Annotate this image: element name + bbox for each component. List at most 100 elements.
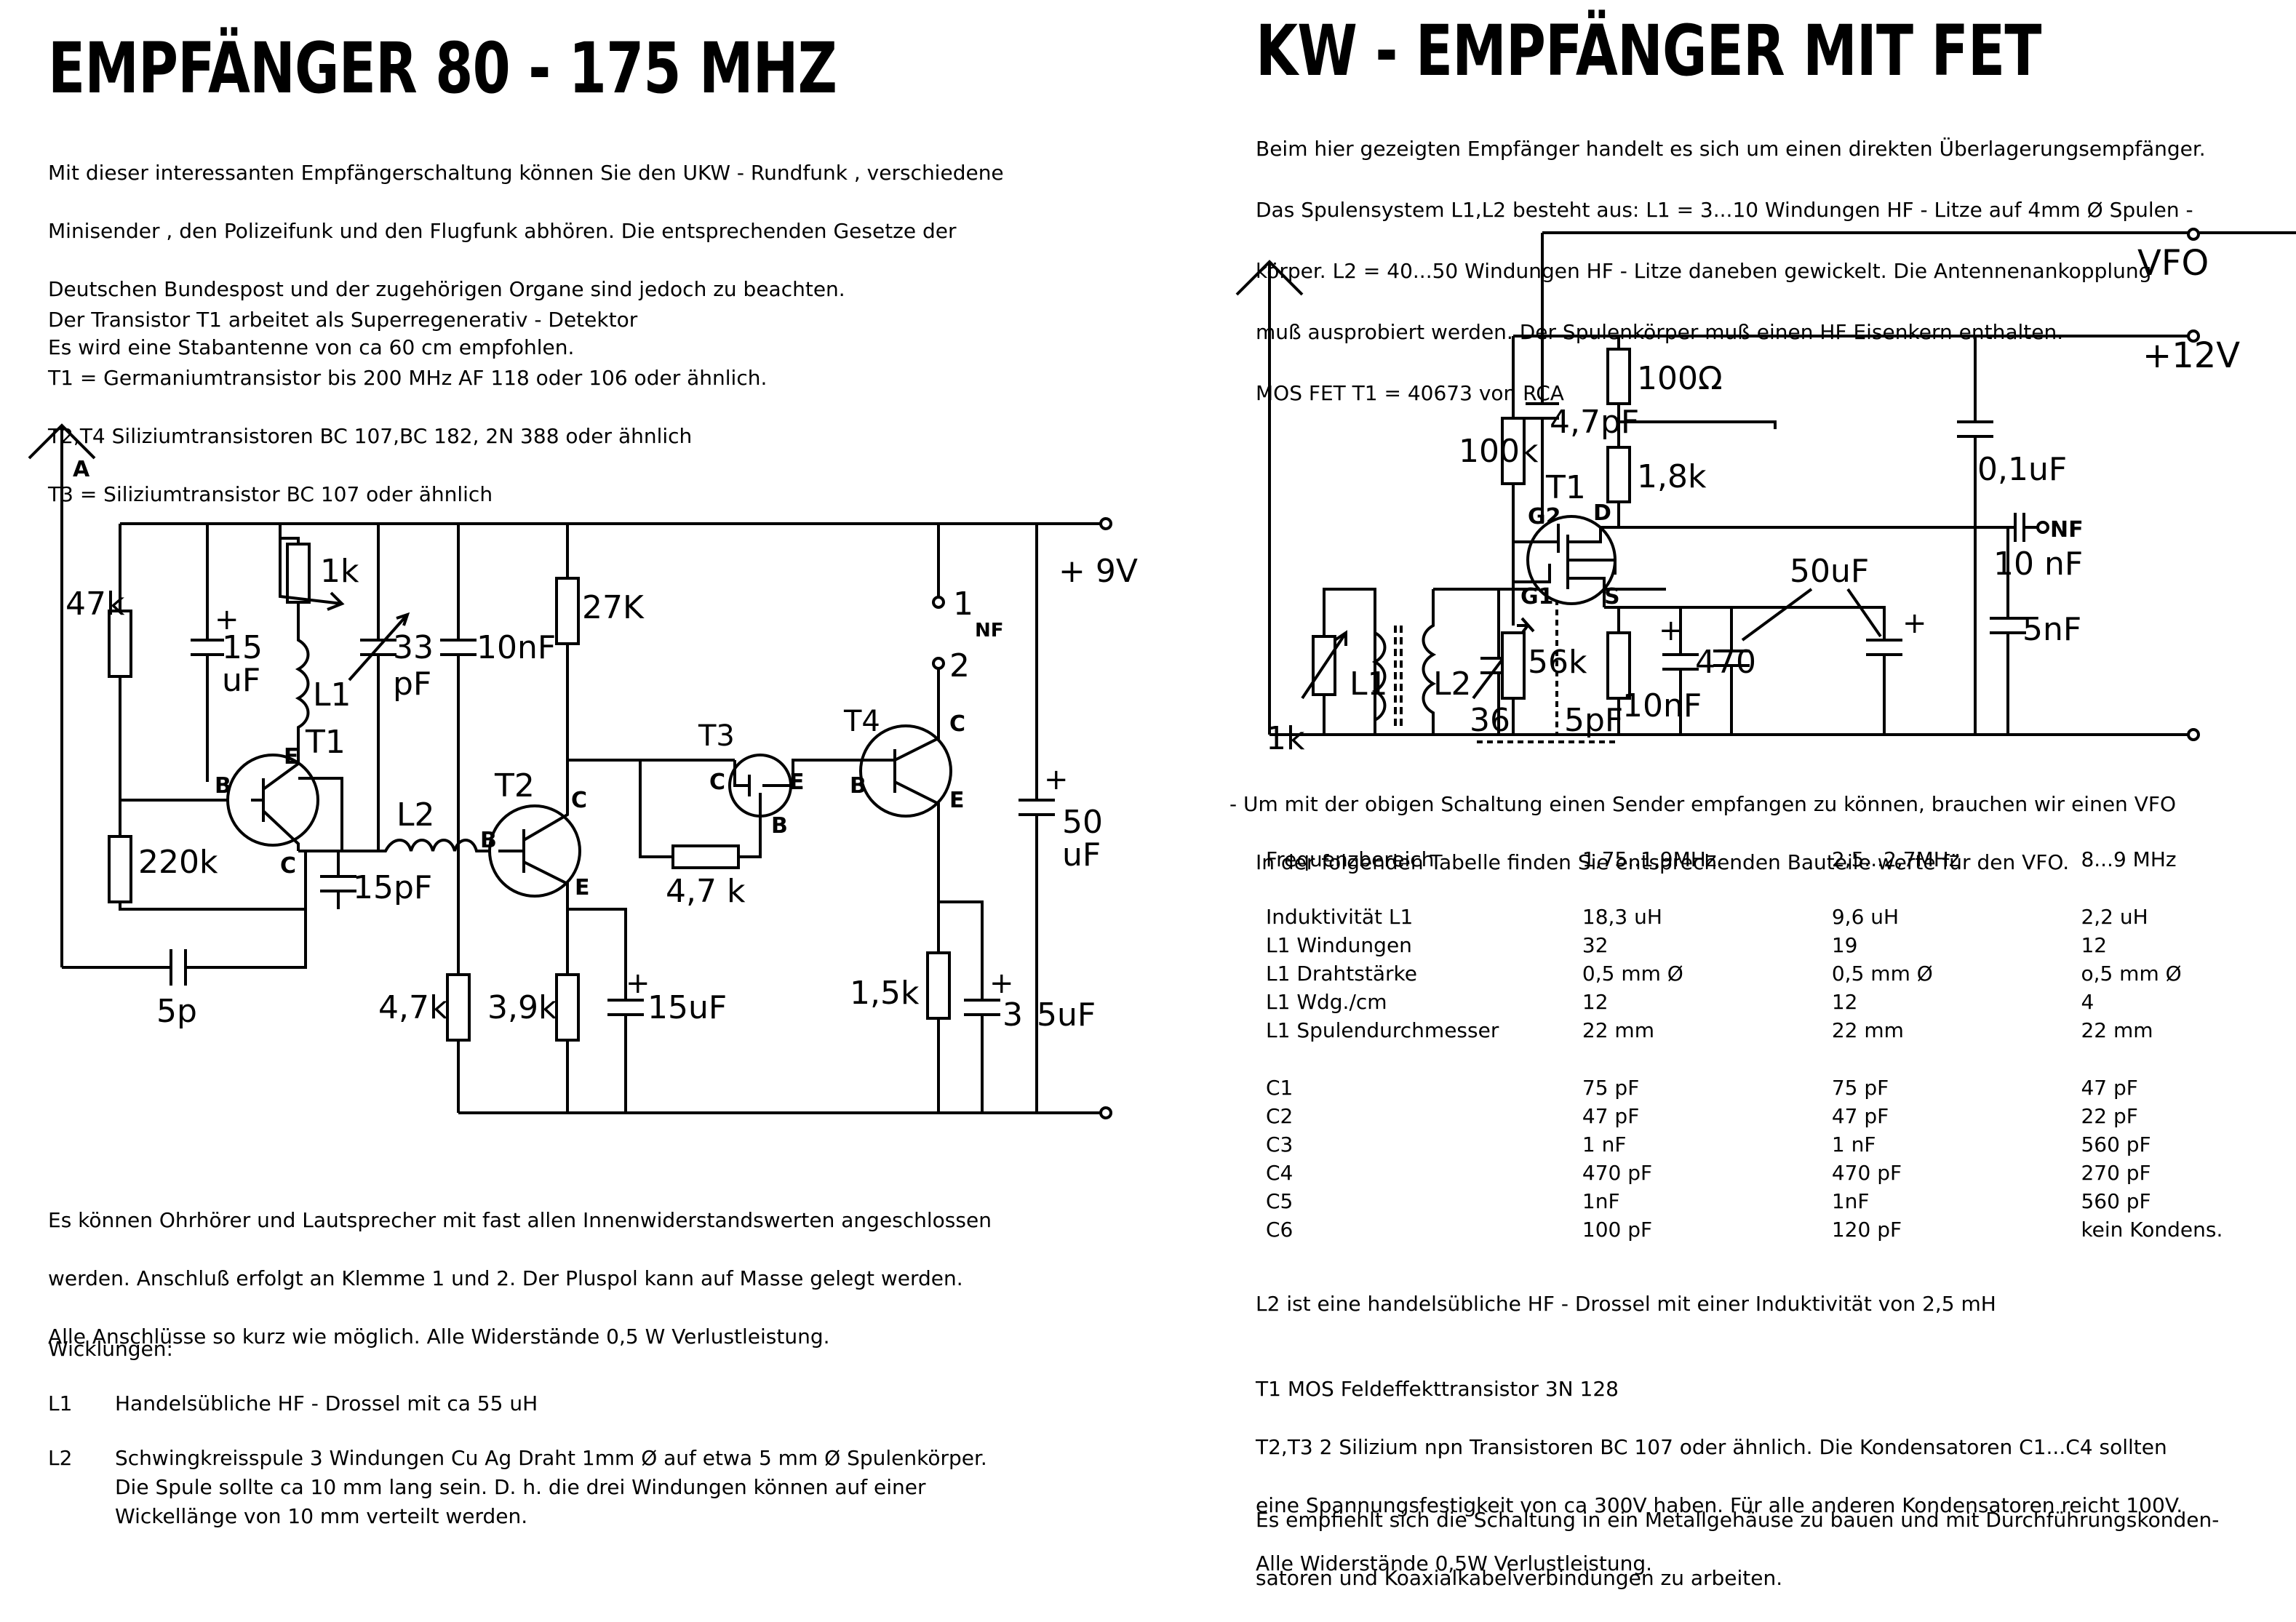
table-cell: 1nF <box>1582 1189 1620 1213</box>
table-cell: 0,5 mm Ø <box>1582 962 1683 986</box>
t2-leads <box>498 760 569 909</box>
label-t3-c: C <box>709 770 725 795</box>
wire <box>937 900 984 1113</box>
terminal-vfo <box>2187 228 2200 241</box>
label-antenna: A <box>73 457 90 482</box>
variable-capacitor-33pf <box>348 612 410 682</box>
label-t2-e: E <box>575 875 590 900</box>
wire <box>119 800 306 911</box>
table-cell: 2,5...2,7MHz <box>1831 847 1960 871</box>
resistor-220k <box>108 835 132 903</box>
wire <box>62 909 307 969</box>
left-intro: Mit dieser interessanten Empfängerschalt… <box>48 129 1004 391</box>
label-t3-b: B <box>771 813 788 839</box>
note-line: Es können Ohrhörer und Lautsprecher mit … <box>48 1208 992 1232</box>
vfo-line: - Um mit der obigen Schaltung einen Send… <box>1229 792 2176 816</box>
capacitor-10nf <box>440 639 477 656</box>
capacitor-50uf <box>1019 799 1055 816</box>
wicklung-label: L2 <box>48 1446 73 1470</box>
table-cell: 1nF <box>1831 1189 1870 1213</box>
resistor-1k5 <box>926 951 951 1020</box>
left-notes: Es können Ohrhörer und Lautsprecher mit … <box>48 1177 992 1381</box>
vfo-parts-table: Frequenzbereich 1,75..1,9MHz 2,5...2,7MH… <box>1266 847 2296 1246</box>
transistor-line: T2,T4 Siliziumtransistoren BC 107,BC 182… <box>48 424 693 448</box>
intro-line: Es wird eine Stabantenne von ca 60 cm em… <box>48 335 575 359</box>
capacitor-10nf-source <box>1662 653 1699 671</box>
label-g1: G1 <box>1520 584 1554 610</box>
resistor-1k8 <box>1606 446 1631 503</box>
wicklungen-title: Wicklungen: <box>48 1337 173 1361</box>
table-cell: 22 pF <box>2081 1104 2138 1128</box>
label-d: D <box>1593 500 1611 526</box>
capacitor-5p <box>170 949 187 986</box>
label-nf: NF <box>2050 517 2084 543</box>
label-c33-b: pF <box>393 666 431 703</box>
l2-note: L2 ist eine handelsübliche HF - Drossel … <box>1256 1292 1996 1316</box>
inductor-l1 <box>295 602 310 778</box>
terminal-ground <box>2187 728 2200 741</box>
variable-capacitor-36 <box>1472 617 1535 700</box>
terminal-12v <box>2187 329 2200 343</box>
wicklung-text: Schwingkreisspule 3 Windungen Cu Ag Drah… <box>115 1446 987 1470</box>
label-c5pf: 5pF <box>1564 702 1623 739</box>
terminal-2 <box>932 657 945 670</box>
table-row: L1 Windungen 32 19 12 <box>1266 933 2296 962</box>
label-l1: L1 <box>313 676 351 714</box>
table-row: C1 75 pF 75 pF 47 pF <box>1266 1076 2296 1104</box>
resistor-4k7-horizontal <box>671 844 740 869</box>
left-transistor-list: Der Transistor T1 arbeitet als Superrege… <box>48 276 767 538</box>
transistor-line: Der Transistor T1 arbeitet als Superrege… <box>48 308 638 332</box>
label-r47k: 47k <box>65 586 125 623</box>
label-t1-b: B <box>215 773 231 799</box>
resistor-470 <box>1606 631 1631 700</box>
label-t4-e: E <box>949 788 965 813</box>
label-plus2: + <box>626 967 650 1000</box>
vfo-intro: - Um mit der obigen Schaltung einen Send… <box>1229 761 2176 906</box>
right-title: KW - EMPFÄNGER MIT FET <box>1256 10 2041 92</box>
left-title: EMPFÄNGER 80 - 175 MHZ <box>48 28 837 109</box>
label-nf: NF <box>975 620 1004 642</box>
wire <box>639 760 762 858</box>
mosfet-leads <box>1513 524 1617 607</box>
label-c50uf: 50uF <box>1790 553 1869 590</box>
table-cell: 8...9 MHz <box>2081 847 2177 871</box>
table-cell: 470 pF <box>1831 1161 1902 1185</box>
label-plus2: + <box>1902 607 1927 640</box>
table-cell: 19 <box>1831 933 1858 957</box>
table-cell: 12 <box>2081 933 2108 957</box>
table-cell: 75 pF <box>1831 1076 1889 1100</box>
resistor-3k9 <box>555 973 580 1042</box>
label-r470: 470 <box>1695 644 1756 681</box>
table-row: Induktivität L1 18,3 uH 9,6 uH 2,2 uH <box>1266 905 2296 933</box>
table-cell: C3 <box>1266 1132 1294 1156</box>
intro-line: Das Spulensystem L1,L2 besteht aus: L1 =… <box>1256 198 2193 222</box>
label-plus: + <box>1659 614 1683 647</box>
table-cell: 32 <box>1582 933 1609 957</box>
label-t4-b: B <box>850 773 866 799</box>
table-cell: 47 pF <box>1831 1104 1889 1128</box>
table-cell: C1 <box>1266 1076 1294 1100</box>
capacitor-15uf-emitter <box>607 999 644 1016</box>
resistor-27k <box>555 577 580 645</box>
label-c3: 3 <box>1002 996 1023 1034</box>
table-row: C6 100 pF 120 pF kein Kondens. <box>1266 1218 2296 1246</box>
antenna-symbol <box>1235 260 1304 735</box>
capacitor-50uf-a <box>1713 650 1750 667</box>
wiper <box>279 544 343 605</box>
label-l1: L1 <box>1350 666 1388 703</box>
intro-line: körper. L2 = 40...50 Windungen HF - Litz… <box>1256 259 2152 283</box>
table-cell: L1 Windungen <box>1266 933 1412 957</box>
label-c50-b: uF <box>1062 836 1101 874</box>
label-c33-a: 33 <box>393 629 434 666</box>
antenna-symbol <box>28 423 96 967</box>
resistor-47k <box>108 610 132 678</box>
inductor-l2 <box>1422 589 1437 735</box>
capacitor-50uf-b <box>1866 639 1902 656</box>
capacitor-01uf <box>1957 420 1993 438</box>
wicklung-text: Wickellänge von 10 mm verteilt werden. <box>115 1504 528 1528</box>
label-c5nf: 5nF <box>2022 611 2081 648</box>
table-cell: C2 <box>1266 1104 1294 1128</box>
table-cell: 1,75..1,9MHz <box>1582 847 1717 871</box>
label-s: S <box>1604 584 1620 610</box>
table-cell: 18,3 uH <box>1582 905 1662 929</box>
